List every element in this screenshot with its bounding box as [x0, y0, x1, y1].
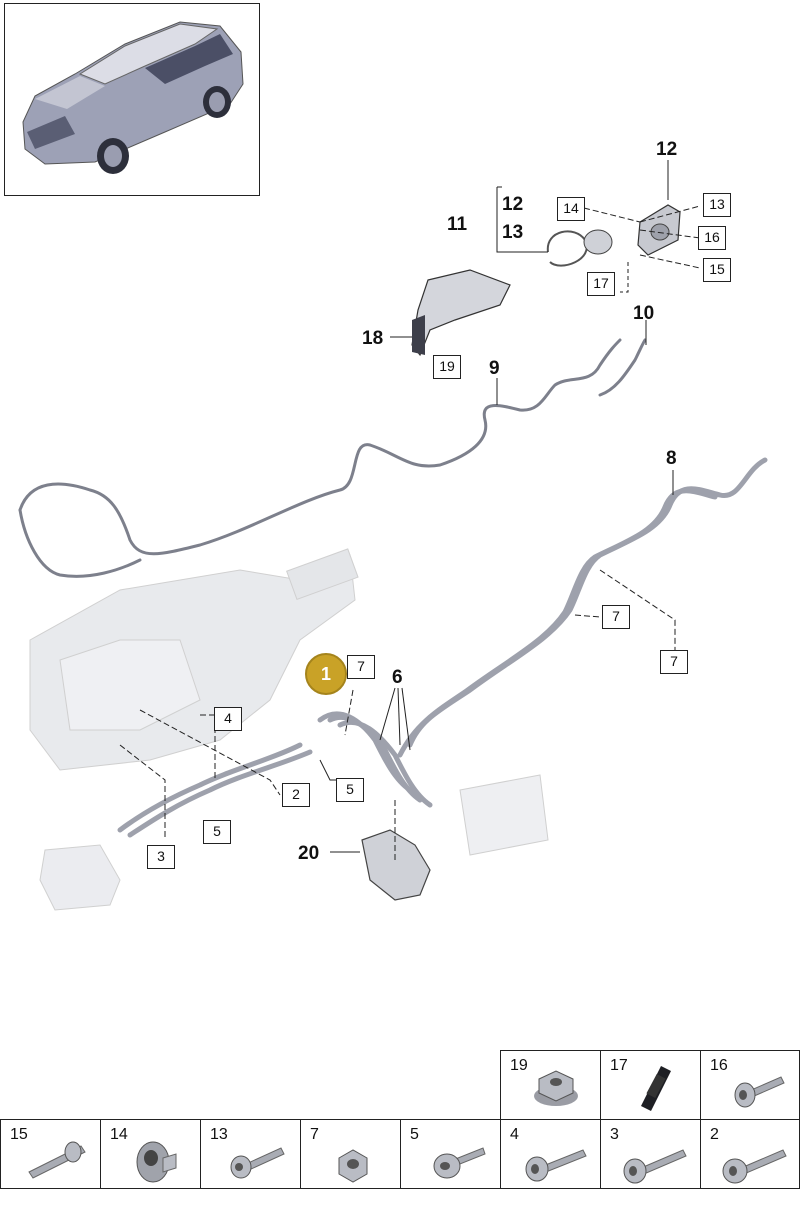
callout-box-3: 3: [147, 845, 175, 869]
callout-box-7-right: 7: [660, 650, 688, 674]
bracket-18: [411, 269, 511, 357]
hex-nut-flange-icon: [534, 1070, 578, 1106]
torx-bolt-icon: [722, 1149, 787, 1184]
callout-18: 18: [362, 328, 384, 349]
fastener-cell-16[interactable]: 16: [700, 1050, 800, 1120]
callout-9: 9: [489, 358, 500, 379]
fastener-cell-17[interactable]: 17: [600, 1050, 701, 1120]
fastener-cell-2[interactable]: 2: [700, 1119, 800, 1189]
callout-8: 8: [666, 448, 677, 469]
wiring-harness-9: [18, 338, 647, 578]
callout-10: 10: [633, 303, 655, 324]
callout-box-13: 13: [703, 193, 731, 217]
torx-bolt-icon: [230, 1147, 285, 1179]
leader-lines: [119, 160, 701, 860]
callout-6: 6: [392, 667, 403, 688]
transmission-ghost: [29, 548, 549, 911]
callout-box-4: 4: [214, 707, 242, 731]
callout-box-2: 2: [282, 783, 310, 807]
callout-box-5-left: 5: [203, 820, 231, 844]
torx-bolt-icon: [734, 1076, 785, 1108]
callout-box-5-right: 5: [336, 778, 364, 802]
callout-12: 12: [502, 194, 524, 215]
bracket-20: [361, 829, 431, 901]
callout-box-7-mid: 7: [602, 605, 630, 629]
highlighted-part-1[interactable]: 1: [305, 653, 347, 695]
callout-11: 11: [447, 214, 468, 235]
fastener-cell-14[interactable]: 14: [100, 1119, 201, 1189]
spacer-sleeve-icon: [136, 1141, 177, 1183]
callout-13: 13: [502, 222, 524, 243]
fastener-cell-4[interactable]: 4: [500, 1119, 601, 1189]
callout-box-14: 14: [557, 197, 585, 221]
suv-illustration: [22, 21, 244, 174]
hex-nut-icon: [338, 1149, 368, 1183]
callout-12-top: 12: [656, 139, 678, 160]
callout-box-16: 16: [698, 226, 726, 250]
fastener-cell-15[interactable]: 15: [0, 1119, 101, 1189]
coolant-lines: [117, 457, 768, 838]
pan-head-screw-icon: [433, 1147, 486, 1179]
callout-box-15: 15: [703, 258, 731, 282]
callout-box-17: 17: [587, 272, 615, 296]
callout-box-7-left: 7: [347, 655, 375, 679]
torx-bolt-icon: [525, 1149, 587, 1182]
vehicle-thumbnail: [4, 3, 260, 196]
fastener-cell-19[interactable]: 19: [500, 1050, 601, 1120]
callout-box-19: 19: [433, 355, 461, 379]
fastener-cell-7[interactable]: 7: [300, 1119, 401, 1189]
stud-bolt-icon: [28, 1141, 86, 1179]
torx-bolt-icon: [623, 1149, 687, 1184]
fastener-cell-3[interactable]: 3: [600, 1119, 701, 1189]
callout-20: 20: [298, 843, 320, 864]
fastener-cell-13[interactable]: 13: [200, 1119, 301, 1189]
connector-unit-11: [546, 204, 681, 267]
plastic-clip-icon: [641, 1066, 671, 1111]
fastener-cell-5[interactable]: 5: [400, 1119, 501, 1189]
